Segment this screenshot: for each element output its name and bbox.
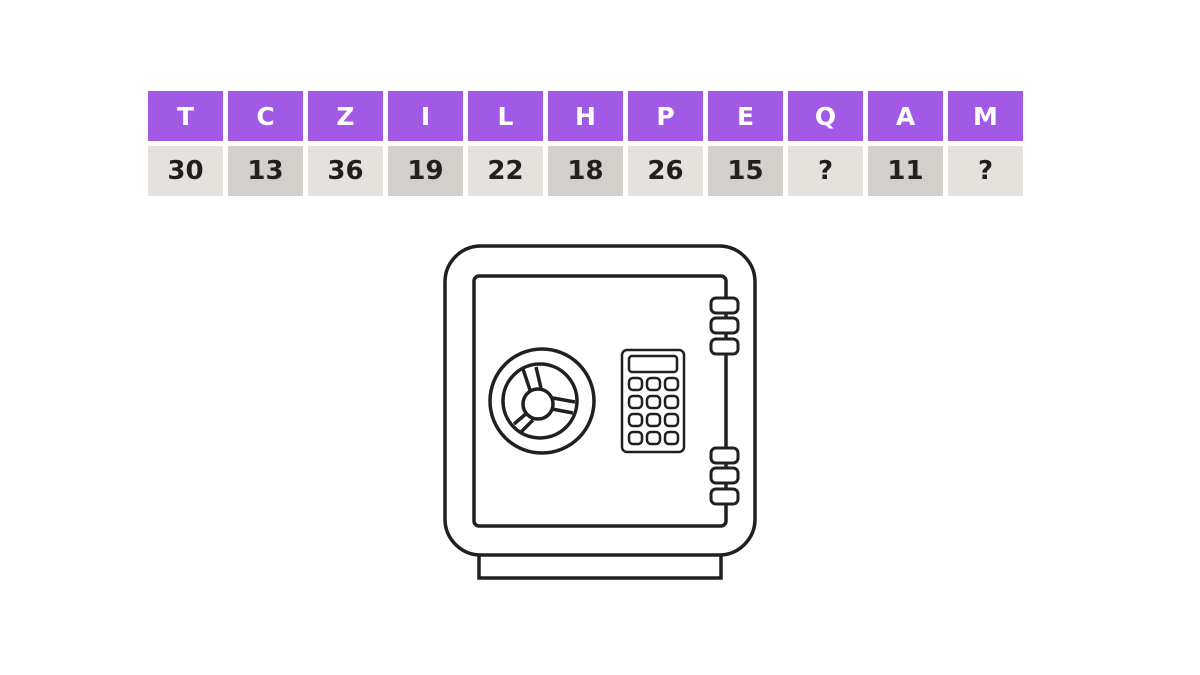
letter-cell-2: C	[228, 91, 303, 141]
number-cell-2: 13	[228, 146, 303, 196]
number-cell-3: 36	[308, 146, 383, 196]
number-cell-7: 26	[628, 146, 703, 196]
number-cell-6: 18	[548, 146, 623, 196]
number-cell-5: 22	[468, 146, 543, 196]
letter-cell-8: E	[708, 91, 783, 141]
letter-cell-3: Z	[308, 91, 383, 141]
letter-cell-6: H	[548, 91, 623, 141]
letter-cell-9: Q	[788, 91, 863, 141]
letter-cell-5: L	[468, 91, 543, 141]
letter-cell-10: A	[868, 91, 943, 141]
number-cell-1: 30	[148, 146, 223, 196]
number-cell-9-unknown: ?	[788, 146, 863, 196]
safe-body	[443, 244, 757, 557]
letter-cell-1: T	[148, 91, 223, 141]
combination-dial-icon	[488, 347, 596, 455]
letter-number-grid: T C Z I L H P E Q A M 30 13 36 19 22 18 …	[148, 91, 1023, 196]
number-cell-11-unknown: ?	[948, 146, 1023, 196]
number-cell-4: 19	[388, 146, 463, 196]
letter-cell-11: M	[948, 91, 1023, 141]
safe-door	[472, 274, 728, 528]
number-cell-8: 15	[708, 146, 783, 196]
number-cell-10: 11	[868, 146, 943, 196]
letter-cell-4: I	[388, 91, 463, 141]
letter-cell-7: P	[628, 91, 703, 141]
hinge-icon	[709, 296, 740, 506]
keypad-icon	[620, 348, 686, 454]
